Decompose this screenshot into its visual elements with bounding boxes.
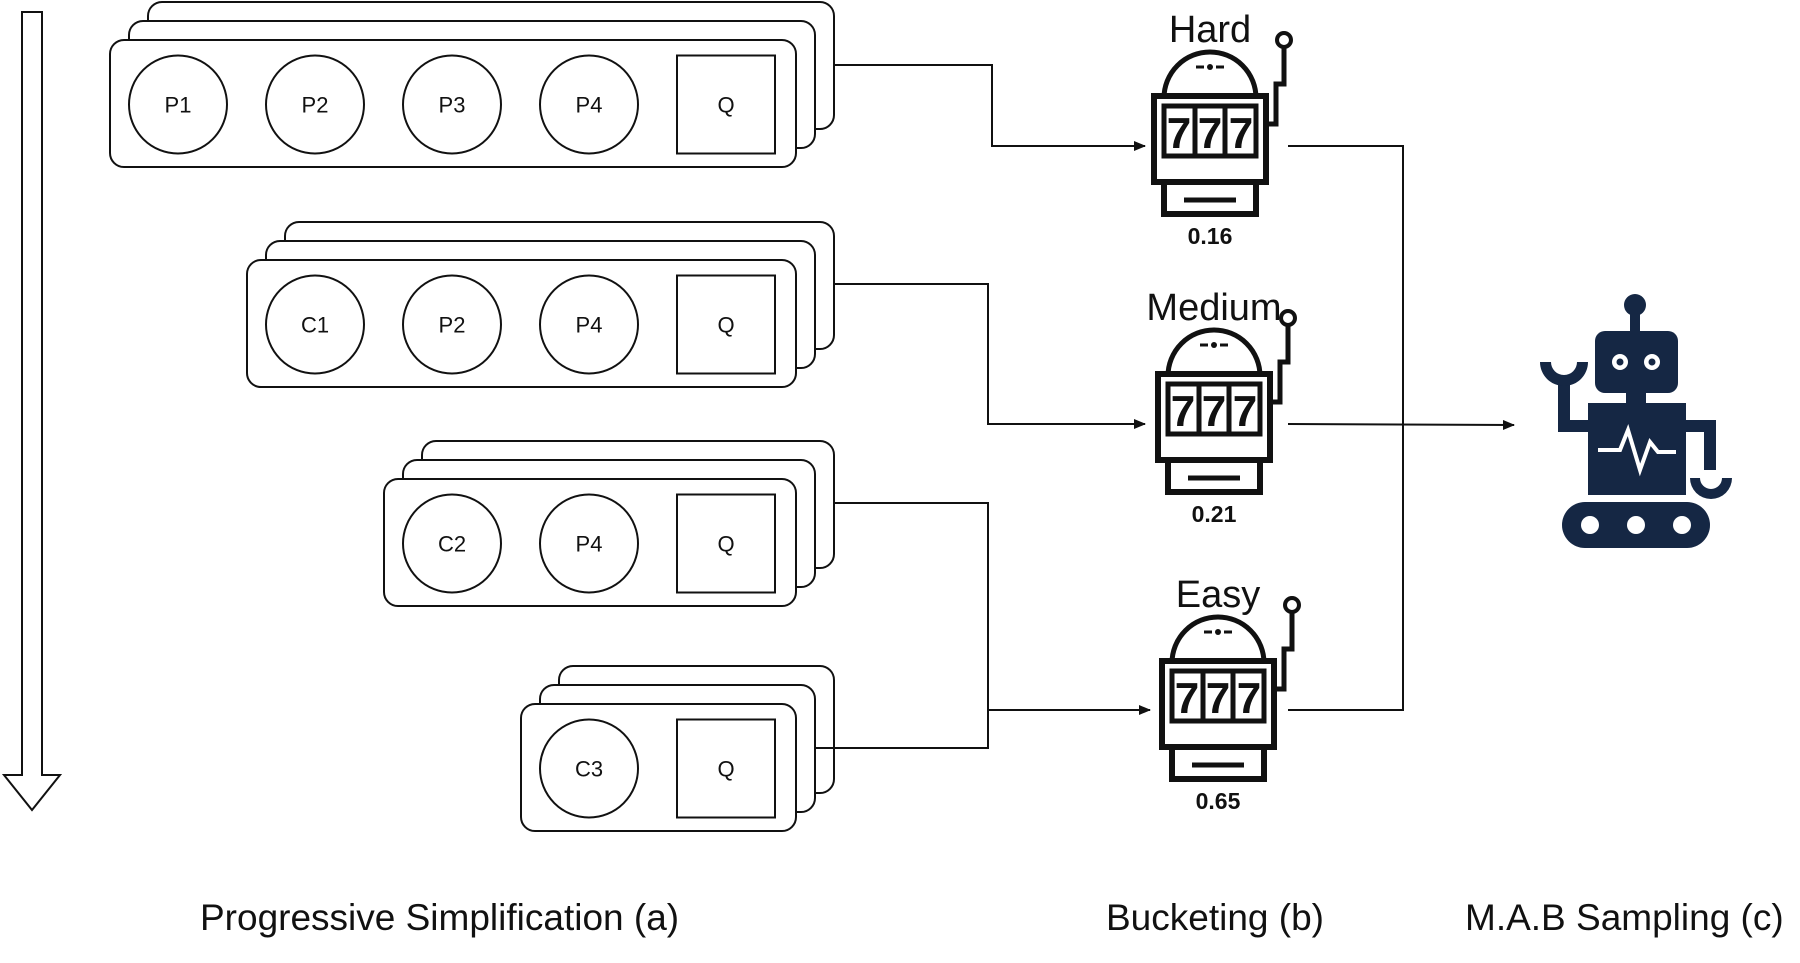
bucket-title: Medium — [1146, 287, 1281, 329]
reel-digit: 7 — [1202, 387, 1226, 436]
stack-group-4: C3 Q — [520, 665, 835, 832]
passage-node — [539, 54, 639, 155]
bucket-title: Easy — [1176, 574, 1260, 616]
passage-node — [539, 274, 639, 375]
node-label: P2 — [302, 93, 329, 118]
reel-digit: 7 — [1167, 109, 1191, 158]
reel-digit: 7 — [1229, 109, 1253, 158]
passage-node — [265, 54, 365, 155]
query-node — [676, 493, 776, 594]
query-node — [676, 54, 776, 155]
caption-progressive-simplification: Progressive Simplification (a) — [200, 897, 679, 938]
reel-digit: 7 — [1171, 387, 1195, 436]
connector-medium-to-robot — [1287, 419, 1515, 430]
passage-node — [265, 274, 365, 375]
connector-group-3 — [834, 502, 989, 710]
robot-icon — [1540, 294, 1732, 548]
query-node — [676, 718, 776, 819]
node-label: Q — [717, 757, 734, 782]
node-label: P4 — [576, 313, 603, 338]
node-label: P1 — [165, 93, 192, 118]
bucket-title: Hard — [1169, 9, 1251, 51]
connector-group-2 — [834, 283, 1146, 429]
node-label: Q — [717, 93, 734, 118]
node-label: Q — [717, 313, 734, 338]
passage-node — [539, 718, 639, 819]
node-label: C3 — [575, 757, 603, 782]
reel-digit: 7 — [1237, 674, 1261, 723]
passage-node — [539, 493, 639, 594]
reel-digit: 7 — [1198, 109, 1222, 158]
stack-front-card — [246, 259, 797, 388]
stack-group-1: P1 P2 P3 P4 Q — [109, 1, 835, 168]
connector-group-4 — [815, 705, 1151, 749]
passage-node — [402, 493, 502, 594]
stack-group-3: C2 P4 Q — [383, 440, 835, 607]
node-label: Q — [717, 532, 734, 557]
bucket-value: 0.21 — [1192, 501, 1237, 527]
passage-node — [128, 54, 228, 155]
node-label: P3 — [439, 93, 466, 118]
caption-bucketing: Bucketing (b) — [1106, 897, 1324, 938]
connector-group-1 — [834, 64, 1146, 151]
connector-easy-to-robot — [1288, 425, 1404, 711]
passage-node — [402, 274, 502, 375]
connector-hard-to-robot — [1288, 145, 1404, 425]
node-label: P2 — [439, 313, 466, 338]
bucket-to-robot-connectors — [1287, 145, 1515, 711]
node-label: P4 — [576, 532, 603, 557]
reel-digit: 7 — [1233, 387, 1257, 436]
caption-mab-sampling: M.A.B Sampling (c) — [1465, 897, 1784, 938]
stack-to-bucket-connectors — [815, 64, 1151, 749]
stack-group-2: C1 P2 P4 Q — [246, 221, 835, 388]
passage-node — [402, 54, 502, 155]
node-label: C2 — [438, 532, 466, 557]
query-node — [676, 274, 776, 375]
node-label: P4 — [576, 93, 603, 118]
reel-digit: 7 — [1206, 674, 1230, 723]
node-label: C1 — [301, 313, 329, 338]
down-arrow-icon — [1, 11, 63, 812]
reel-digit: 7 — [1175, 674, 1199, 723]
bucket-value: 0.65 — [1196, 788, 1241, 814]
bucket-value: 0.16 — [1188, 223, 1233, 249]
